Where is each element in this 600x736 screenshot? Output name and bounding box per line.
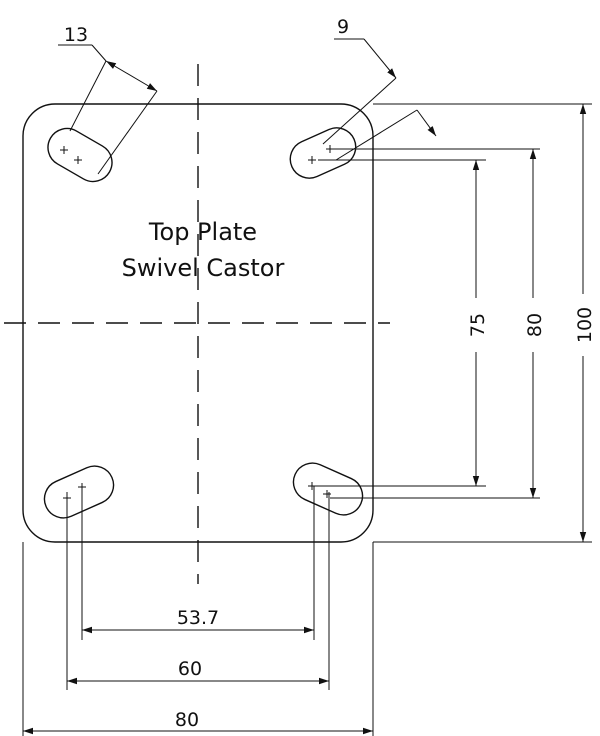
mid-vertical-label: 80: [524, 313, 546, 337]
hole-diameter-dimension: 9: [322, 16, 437, 161]
slot-bottom-right: [292, 462, 364, 516]
overall-horizontal-label: 80: [175, 709, 199, 731]
slot-width-dimension: 13: [58, 24, 158, 175]
mid-horizontal-label: 60: [178, 658, 202, 680]
slot-width-label: 13: [64, 24, 88, 46]
title-line-1: Top Plate: [148, 218, 257, 246]
inner-vertical-label: 75: [467, 313, 489, 337]
inner-horizontal-label: 53.7: [177, 607, 219, 629]
vertical-dimensions: 75 80 100: [316, 103, 596, 543]
slot-top-left: [47, 127, 113, 183]
title-line-2: Swivel Castor: [122, 254, 285, 282]
hole-diameter-label: 9: [337, 16, 349, 38]
overall-vertical-label: 100: [574, 307, 596, 343]
slot-top-right: [289, 127, 357, 179]
slot-bottom-left: [43, 465, 115, 519]
horizontal-dimensions: 53.7 60 80: [22, 486, 374, 736]
